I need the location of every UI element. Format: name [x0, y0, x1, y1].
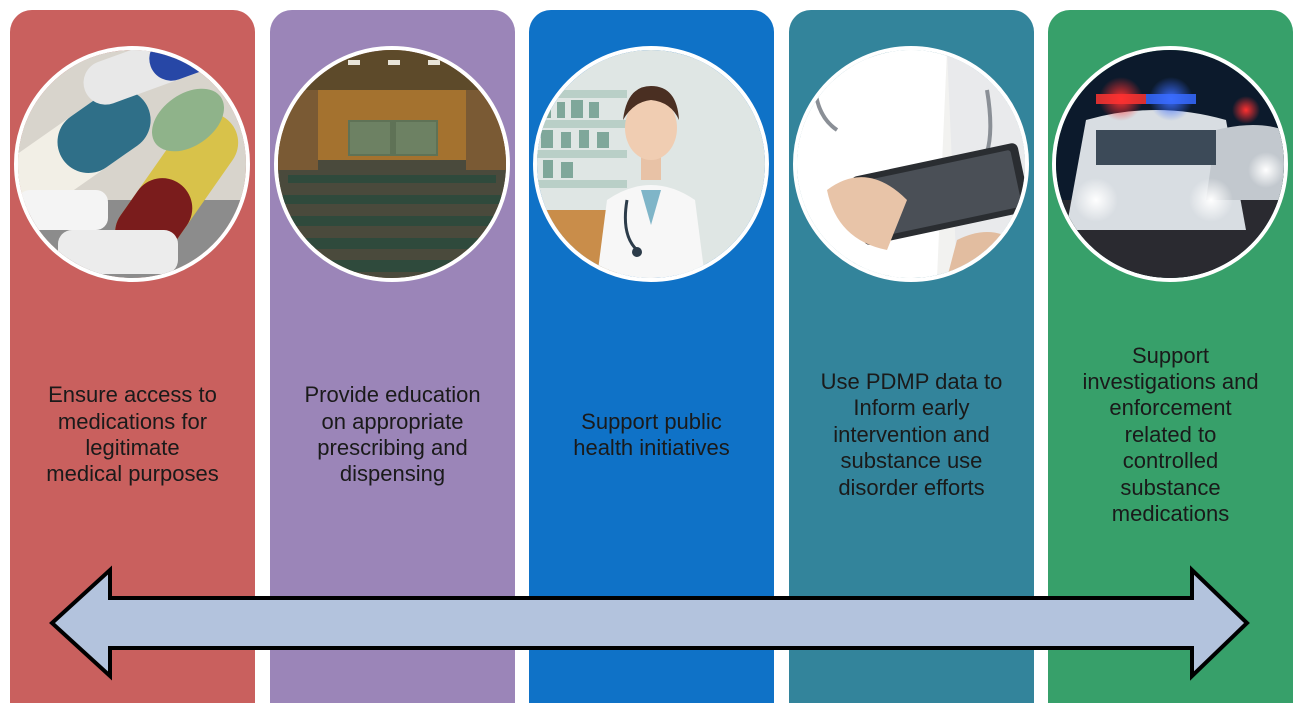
caption-line: on appropriate: [321, 408, 464, 434]
caption-line: investigations and: [1082, 369, 1259, 395]
caption-line: disorder efforts: [838, 474, 985, 500]
caption-line: substance: [1120, 474, 1221, 500]
caption-line: medications for: [57, 408, 208, 434]
pills-photo: [14, 46, 250, 282]
caption-line: enforcement: [1109, 395, 1232, 421]
caption-line: controlled: [1122, 448, 1219, 474]
panel-caption: Ensure access to medications for legitim…: [18, 300, 247, 570]
panel-public-health: Support public health initiatives: [529, 10, 774, 703]
caption-line: Use PDMP data to: [820, 369, 1003, 395]
panel-investigations-enforcement: Support investigations and enforcement r…: [1048, 10, 1293, 703]
caption-line: substance use: [840, 448, 983, 474]
caption-line: Support public: [581, 408, 722, 434]
lecture-hall-photo: [274, 46, 510, 282]
caption-line: prescribing and: [317, 435, 468, 460]
caption-line: Support: [1131, 342, 1210, 368]
panel-caption: Provide education on appropriate prescri…: [278, 300, 507, 570]
caption-line: related to: [1124, 421, 1217, 447]
panel-caption: Support investigations and enforcement r…: [1056, 300, 1285, 570]
pharmacist-photo: [533, 46, 769, 282]
caption-line: legitimate: [85, 435, 180, 460]
panel-caption: Use PDMP data to Inform early interventi…: [797, 300, 1026, 570]
panel-education: Provide education on appropriate prescri…: [270, 10, 515, 703]
caption-line: medications: [1111, 500, 1230, 526]
police-cars-photo: [1052, 46, 1288, 282]
caption-line: Provide education: [304, 382, 481, 408]
panel-access-to-medications: Ensure access to medications for legitim…: [10, 10, 255, 703]
caption-line: intervention and: [833, 421, 990, 447]
caption-line: Ensure access to: [48, 382, 217, 408]
panel-early-intervention: Use PDMP data to Inform early interventi…: [789, 10, 1034, 703]
doctor-tablet-photo: [793, 46, 1029, 282]
caption-line: medical purposes: [46, 461, 219, 487]
panel-caption: Support public health initiatives: [537, 300, 766, 570]
caption-line: dispensing: [339, 461, 446, 487]
caption-line: Inform early: [853, 395, 970, 421]
caption-line: health initiatives: [573, 435, 730, 460]
